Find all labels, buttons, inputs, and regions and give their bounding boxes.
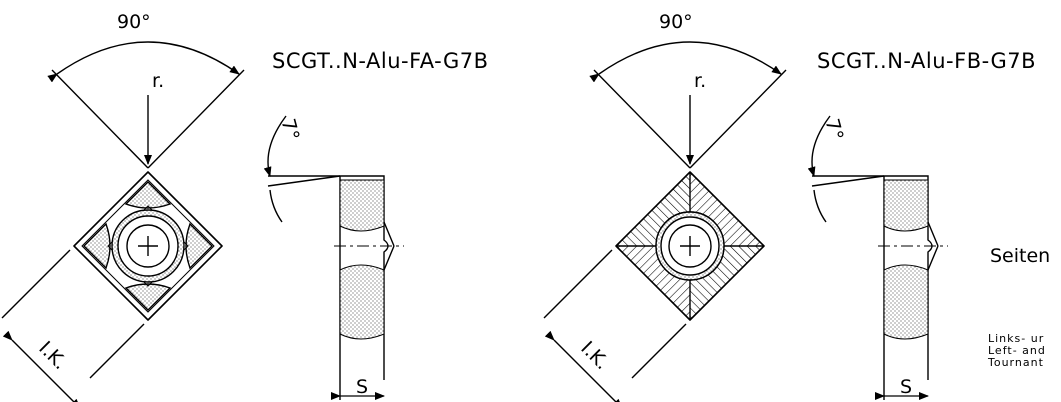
left-thickness-label: S (356, 376, 368, 398)
side-label: Seiten (990, 245, 1050, 267)
right-designation: SCGT..N-Alu-FB-G7B (817, 49, 1036, 73)
note-line-3: Tournant (987, 356, 1044, 369)
left-angle-label: 90° (117, 11, 151, 33)
right-rake-angle-label: 7° (821, 116, 848, 143)
right-side-profile: 7° (807, 115, 948, 400)
right-radius-label: r. (694, 70, 706, 92)
left-insert-view (1, 41, 245, 402)
left-designation: SCGT..N-Alu-FA-G7B (272, 49, 489, 73)
right-thickness-label: S (900, 376, 912, 398)
right-insert-view (543, 41, 787, 402)
note-line-2: Left- and (988, 344, 1046, 357)
left-radius-label: r. (152, 70, 164, 92)
note-line-1: Links- ur (988, 332, 1044, 345)
left-rake-angle-label: 7° (277, 116, 304, 143)
right-angle-label: 90° (659, 11, 693, 33)
left-side-profile: 7° (263, 115, 404, 400)
